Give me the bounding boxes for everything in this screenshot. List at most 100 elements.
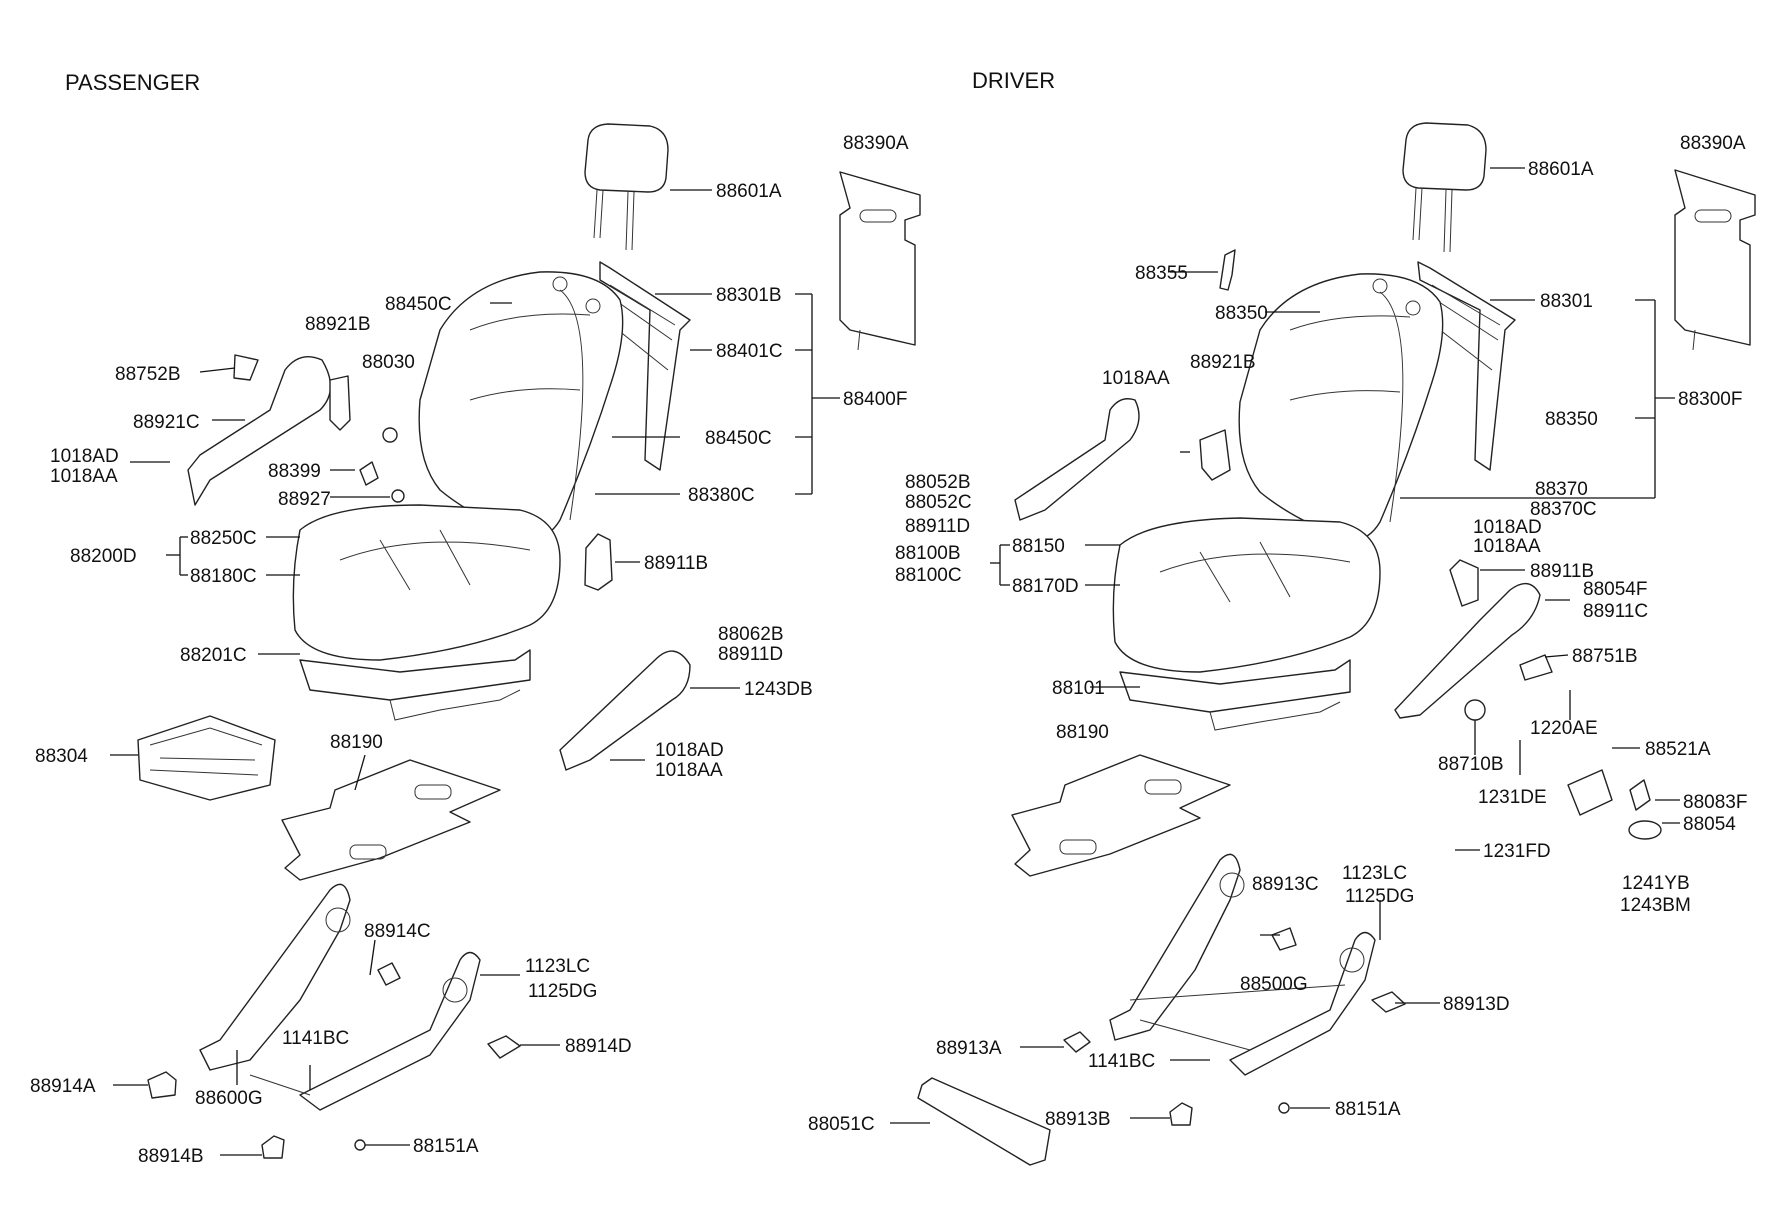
label-d-88500G: 88500G — [1240, 974, 1308, 995]
label-1123LC: 1123LC — [525, 956, 590, 977]
label-d-88911B: 88911B — [1530, 561, 1594, 582]
label-d-88390A: 88390A — [1680, 133, 1746, 154]
label-d-88911D: 88911D — [905, 516, 970, 537]
label-d-88350: 88350 — [1545, 409, 1598, 430]
label-88921B: 88921B — [305, 314, 371, 335]
label-d-1018AA: 1018AA — [1102, 368, 1170, 389]
driver-side-cover-right — [1394, 559, 1553, 721]
label-d-88150: 88150 — [1012, 536, 1065, 557]
label-88450C: 88450C — [385, 294, 452, 315]
label-88921C: 88921C — [133, 412, 200, 433]
label-d-88151A: 88151A — [1335, 1099, 1401, 1120]
passenger-part-labels: 88601A 88390A 88450C 88301B 88921B 88401… — [30, 133, 909, 1167]
passenger-mat — [281, 759, 501, 881]
label-d-88051C: 88051C — [808, 1114, 875, 1135]
label-88914C: 88914C — [364, 921, 431, 942]
label-1141BC: 1141BC — [282, 1028, 349, 1049]
driver-seatback — [1238, 273, 1444, 541]
passenger-side-cover-left — [187, 354, 332, 506]
driver-leader-lines — [890, 167, 1680, 1124]
label-d-88911C: 88911C — [1583, 601, 1648, 622]
label-88600G: 88600G — [195, 1088, 263, 1109]
label-1018AD-lower: 1018AD — [655, 740, 724, 761]
label-d-88170D: 88170D — [1012, 576, 1079, 597]
label-88914B: 88914B — [138, 1146, 204, 1167]
driver-seat-rails — [1109, 853, 1376, 1076]
label-d-88054: 88054 — [1683, 814, 1736, 835]
label-d-1018AD: 1018AD — [1473, 517, 1542, 538]
driver-seat-cushion — [1112, 517, 1381, 731]
label-88200D: 88200D — [70, 546, 137, 567]
label-d-1231DE: 1231DE — [1478, 787, 1547, 808]
label-88180C: 88180C — [190, 566, 257, 587]
label-d-88350-top: 88350 — [1215, 303, 1268, 324]
label-d-1220AE: 1220AE — [1530, 718, 1598, 739]
passenger-seatback-frame — [599, 261, 691, 471]
driver-part-labels: 88390A 88601A 88355 88350 88301 1018AA 8… — [808, 133, 1747, 1135]
label-88250C: 88250C — [190, 528, 257, 549]
passenger-side-cover-right — [559, 533, 691, 771]
label-d-1241YB: 1241YB — [1622, 873, 1690, 894]
label-d-88100C: 88100C — [895, 565, 962, 586]
driver-small-parts — [1199, 249, 1236, 481]
label-d-88921B: 88921B — [1190, 352, 1256, 373]
label-d-88913C: 88913C — [1252, 874, 1319, 895]
label-88914A: 88914A — [30, 1076, 96, 1097]
label-d-88190: 88190 — [1056, 722, 1109, 743]
label-d-88370: 88370 — [1535, 479, 1588, 500]
passenger-small-brackets — [329, 375, 405, 503]
label-d-88913A: 88913A — [936, 1038, 1002, 1059]
passenger-tray — [137, 715, 276, 801]
label-d-1231FD: 1231FD — [1483, 841, 1551, 862]
label-1018AA-lower: 1018AA — [655, 760, 723, 781]
label-d-88083F: 88083F — [1683, 792, 1747, 813]
label-d-1243BM: 1243BM — [1620, 895, 1691, 916]
driver-switch-assembly — [1567, 769, 1662, 840]
label-d-1125DG: 1125DG — [1345, 886, 1414, 907]
label-88601A: 88601A — [716, 181, 782, 202]
label-88380C: 88380C — [688, 485, 755, 506]
driver-mat — [1011, 754, 1231, 877]
passenger-leader-lines — [110, 189, 840, 1156]
passenger-headrest — [584, 123, 669, 251]
label-88201C: 88201C — [180, 645, 247, 666]
label-88400F: 88400F — [843, 389, 907, 410]
label-1125DG: 1125DG — [528, 981, 597, 1002]
label-88401C: 88401C — [716, 341, 783, 362]
label-88301B: 88301B — [716, 285, 782, 306]
label-d-88370C: 88370C — [1530, 499, 1597, 520]
label-88190: 88190 — [330, 732, 383, 753]
label-88390A: 88390A — [843, 133, 909, 154]
label-d-88052B: 88052B — [905, 472, 971, 493]
label-d-88751B: 88751B — [1572, 646, 1638, 667]
label-d-88355: 88355 — [1135, 263, 1188, 284]
driver-rail-clips — [917, 927, 1406, 1166]
driver-back-panel — [1674, 169, 1756, 351]
label-88304: 88304 — [35, 746, 88, 767]
label-d-1141BC: 1141BC — [1088, 1051, 1155, 1072]
label-d-88521A: 88521A — [1645, 739, 1711, 760]
label-d-88300F: 88300F — [1678, 389, 1742, 410]
label-1018AA: 1018AA — [50, 466, 118, 487]
passenger-seat-cushion — [292, 504, 561, 721]
label-88927: 88927 — [278, 489, 331, 510]
passenger-seat-rails — [199, 883, 481, 1111]
label-88752B: 88752B — [115, 364, 181, 385]
passenger-rail-clips — [147, 962, 521, 1159]
label-d-88054F: 88054F — [1583, 579, 1647, 600]
passenger-seatback — [418, 271, 624, 539]
label-88151A: 88151A — [413, 1136, 479, 1157]
label-d-88913B: 88913B — [1045, 1109, 1111, 1130]
label-88911D: 88911D — [718, 644, 783, 665]
label-d-88710B: 88710B — [1438, 754, 1504, 775]
label-d-88100B: 88100B — [895, 543, 961, 564]
label-88030: 88030 — [362, 352, 415, 373]
label-1243DB: 1243DB — [744, 679, 813, 700]
label-88062B: 88062B — [718, 624, 784, 645]
label-d-88913D: 88913D — [1443, 994, 1510, 1015]
label-d-88052C: 88052C — [905, 492, 972, 513]
driver-section-title: DRIVER — [972, 68, 1055, 93]
passenger-back-panel — [839, 171, 921, 351]
label-d-1018AA-right: 1018AA — [1473, 536, 1541, 557]
